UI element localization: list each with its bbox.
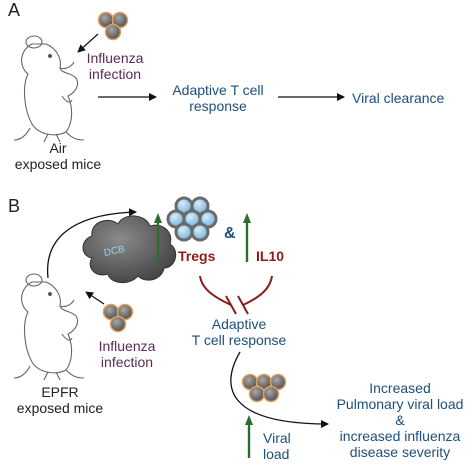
outcome-line-1: Increased (369, 380, 431, 396)
viral-load-label: Viral load (263, 430, 291, 462)
outcome-line-3: & (395, 412, 405, 428)
infection-line-1: Influenza (86, 50, 144, 66)
viral-clearance-label: Viral clearance (352, 90, 445, 106)
infection-arrow-a (77, 33, 99, 53)
infection-b-line-1: Influenza (98, 338, 156, 354)
outcome-label-b: Increased Pulmonary viral load & increas… (330, 380, 470, 460)
adaptive-response-label-a: Adaptive T cell response (160, 82, 276, 114)
dcb-particle-cloud (82, 215, 177, 283)
viral-load-line-1: Viral (263, 430, 291, 446)
inhibition-lines (199, 275, 273, 315)
arrow-mice-to-tregs (46, 208, 137, 279)
influenza-virus-a (97, 11, 129, 41)
infection-line-2: infection (88, 66, 142, 82)
air-mice-label: Air exposed mice (8, 140, 108, 172)
mouse-a-drawing (13, 35, 85, 143)
infection-arrow-b (85, 291, 105, 305)
epfr-mice-line-1: EPFR (41, 384, 79, 400)
epfr-mice-label: EPFR exposed mice (10, 384, 110, 416)
ampersand-label: & (224, 225, 236, 242)
panel-a-label: A (8, 0, 21, 20)
il10-label: IL10 (256, 248, 285, 264)
viral-load-line-2: load (263, 446, 290, 462)
influenza-infection-label-a: Influenza infection (80, 50, 150, 82)
response-b-line-2: T cell response (191, 332, 287, 348)
panel-b-label: B (8, 196, 21, 216)
outcome-line-2: Pulmonary viral load (336, 396, 464, 412)
response-a-line-1: Adaptive T cell (172, 82, 264, 98)
influenza-infection-label-b: Influenza infection (86, 338, 168, 370)
replicating-virus (241, 373, 287, 403)
response-a-line-2: response (189, 98, 247, 114)
response-b-line-1: Adaptive (211, 316, 267, 332)
infection-b-line-2: infection (100, 354, 154, 370)
mouse-b-drawing (13, 273, 85, 381)
outcome-line-4: increased influenza (339, 428, 461, 444)
outcome-line-5: disease severity (349, 444, 451, 460)
arrow-response-to-outcome (230, 351, 329, 428)
epfr-mice-line-2: exposed mice (16, 400, 104, 416)
influenza-virus-b (102, 303, 134, 333)
tregs-label: Tregs (178, 248, 216, 264)
air-mice-line-1: Air (49, 140, 67, 156)
air-mice-line-2: exposed mice (14, 156, 102, 172)
treg-cell-cluster (166, 196, 218, 242)
adaptive-response-label-b: Adaptive T cell response (184, 316, 294, 348)
